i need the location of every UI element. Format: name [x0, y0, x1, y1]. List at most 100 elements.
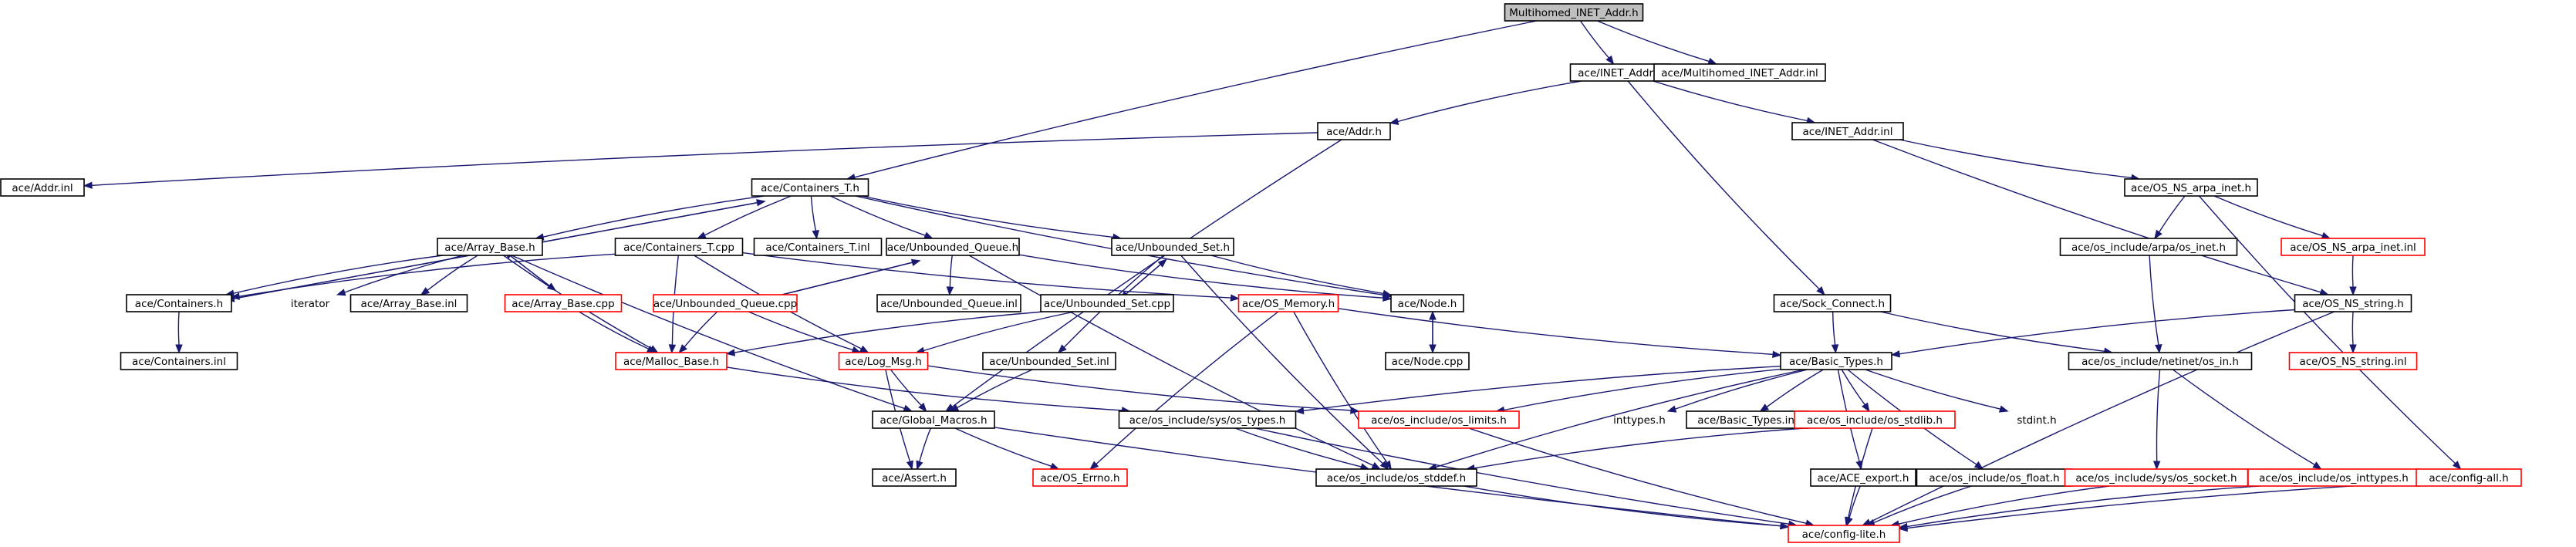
- edge-line: [2213, 195, 2323, 237]
- node-containers-t-cpp[interactable]: ace/Containers_T.cpp: [614, 238, 744, 256]
- node-basic-types-inl[interactable]: ace/Basic_Types.inl: [1686, 410, 1809, 429]
- node-os-include-inttypes-h[interactable]: ace/os_include/os_inttypes.h: [2247, 468, 2420, 487]
- edge-os_ns_string_h-to-basic_types_h: [1890, 309, 2295, 358]
- edge-root-to-multihomed_inl: [1597, 20, 1717, 65]
- edge-sock_connect_h-to-basic_types_h: [1831, 311, 1839, 354]
- node-os-ns-arpa-inet-h[interactable]: ace/OS_NS_arpa_inet.h: [2124, 178, 2258, 197]
- node-label: ace/Unbounded_Queue.inl: [880, 298, 1018, 310]
- node-box: [2294, 294, 2412, 312]
- edge-arrowhead: [756, 199, 766, 207]
- edge-line: [1848, 485, 1861, 518]
- node-basic-types-h[interactable]: ace/Basic_Types.h: [1780, 352, 1892, 370]
- edge-line: [1303, 366, 1781, 412]
- edge-arrowhead: [420, 287, 430, 295]
- node-log-msg-h[interactable]: ace/Log_Msg.h: [838, 352, 929, 370]
- edge-arrowhead: [903, 404, 913, 412]
- node-unbounded-queue-h[interactable]: ace/Unbounded_Queue.h: [886, 238, 1020, 256]
- edge-arrowhead: [175, 344, 183, 354]
- edge-unbounded_set_inl-to-global_macros_h: [949, 369, 1033, 412]
- node-os-ns-string-inl[interactable]: ace/OS_NS_string.inl: [2288, 352, 2418, 370]
- edge-arrowhead: [1759, 403, 1770, 412]
- node-box: [1111, 238, 1234, 256]
- edge-arrowhead: [2154, 229, 2162, 240]
- node-unbounded-set-h[interactable]: ace/Unbounded_Set.h: [1111, 238, 1234, 256]
- node-ace-export-h[interactable]: ace/ACE_export.h: [1810, 468, 1916, 487]
- node-box: [1504, 3, 1644, 22]
- node-malloc-base-h[interactable]: ace/Malloc_Base.h: [615, 352, 728, 370]
- node-containers-t-inl[interactable]: ace/Containers_T.inl: [753, 238, 883, 256]
- node-box: [2124, 178, 2258, 197]
- edge-node_cpp-to-node_h: [1429, 310, 1437, 353]
- node-unbounded-queue-cpp[interactable]: ace/Unbounded_Queue.cpp: [653, 294, 798, 312]
- node-box: [2059, 238, 2238, 256]
- node-os-errno-h[interactable]: ace/OS_Errno.h: [1032, 468, 1128, 487]
- edge-line: [861, 195, 1114, 238]
- edge-arrowhead: [697, 231, 707, 239]
- edge-line: [1869, 311, 2335, 523]
- edge-unbounded_queue_cpp-to-unbounded_queue_h: [760, 258, 921, 301]
- node-unbounded-set-cpp[interactable]: ace/Unbounded_Set.cpp: [1040, 294, 1174, 312]
- node-os-ns-arpa-inet-inl[interactable]: ace/OS_NS_arpa_inet.inl: [2281, 238, 2426, 256]
- node-label: ace/Addr.h: [1326, 126, 1382, 138]
- node-os-include-stdlib-h[interactable]: ace/os_include/os_stdlib.h: [1794, 410, 1956, 429]
- node-containers-h[interactable]: ace/Containers.h: [126, 294, 232, 312]
- edge-line: [1627, 80, 1820, 290]
- node-os-include-sys-types-h[interactable]: ace/os_include/sys/os_types.h: [1118, 410, 1297, 429]
- node-inet-addr-inl[interactable]: ace/INET_Addr.inl: [1791, 122, 1904, 140]
- node-assert-h[interactable]: ace/Assert.h: [872, 468, 957, 487]
- node-node-cpp[interactable]: ace/Node.cpp: [1385, 352, 1470, 370]
- edge-line: [1435, 369, 1805, 468]
- node-config-all-h[interactable]: ace/config-all.h: [2416, 468, 2522, 487]
- node-array-base-inl[interactable]: ace/Array_Base.inl: [349, 294, 468, 312]
- node-global-macros-h[interactable]: ace/Global_Macros.h: [872, 410, 995, 429]
- node-os-ns-string-h[interactable]: ace/OS_NS_string.h: [2294, 294, 2412, 312]
- node-node-h[interactable]: ace/Node.h: [1390, 294, 1464, 312]
- node-label: ace/Containers.h: [135, 298, 223, 310]
- node-multihomed-inl[interactable]: ace/Multihomed_INET_Addr.inl: [1653, 63, 1826, 82]
- node-box: [0, 178, 85, 197]
- node-unbounded-queue-inl[interactable]: ace/Unbounded_Queue.inl: [876, 294, 1021, 312]
- node-array-base-cpp[interactable]: ace/Array_Base.cpp: [504, 294, 623, 312]
- node-label: ace/os_include/os_limits.h: [1371, 414, 1507, 427]
- node-os-include-stddef-h[interactable]: ace/os_include/os_stddef.h: [1315, 468, 1477, 487]
- node-os-include-arpa-inet-h[interactable]: ace/os_include/arpa/os_inet.h: [2059, 238, 2238, 256]
- edge-arrowhead: [1772, 350, 1782, 358]
- node-label: ace/Array_Base.h: [444, 241, 535, 254]
- node-label: ace/Addr.inl: [12, 182, 73, 194]
- node-array-base-h[interactable]: ace/Array_Base.h: [437, 238, 543, 256]
- node-os-include-limits-h[interactable]: ace/os_include/os_limits.h: [1358, 410, 1520, 429]
- node-label: ace/Node.cpp: [1392, 356, 1464, 368]
- edge-line: [1254, 427, 1789, 525]
- node-os-memory-h[interactable]: ace/OS_Memory.h: [1237, 294, 1339, 312]
- node-os-include-float-h[interactable]: ace/os_include/os_float.h: [1916, 468, 2073, 487]
- edge-arrowhead: [812, 230, 819, 240]
- edge-arrowhead: [2152, 461, 2161, 471]
- node-os-include-sys-socket-h[interactable]: ace/os_include/sys/os_socket.h: [2064, 468, 2249, 487]
- edge-containers_t_h-to-unbounded_set_h: [861, 195, 1123, 241]
- edge-unbounded_set_cpp-to-log_msg_h: [915, 311, 1075, 354]
- node-os-include-netinet-in-h[interactable]: ace/os_include/netinet/os_in.h: [2068, 352, 2253, 370]
- edge-line: [233, 255, 444, 294]
- node-label: ace/Containers_T.cpp: [623, 241, 734, 254]
- edge-line: [1865, 369, 2000, 410]
- node-sock-connect-h[interactable]: ace/Sock_Connect.h: [1773, 294, 1892, 312]
- node-label: stdint.h: [2017, 414, 2056, 427]
- node-label: ace/OS_NS_arpa_inet.h: [2131, 182, 2251, 194]
- node-containers-inl[interactable]: ace/Containers.inl: [120, 352, 238, 370]
- node-containers-t-h[interactable]: ace/Containers_T.h: [751, 178, 869, 197]
- node-box: [2281, 238, 2426, 256]
- node-config-lite-h[interactable]: ace/config-lite.h: [1788, 525, 1900, 543]
- edge-root-to-containers_t_h: [846, 20, 1538, 181]
- node-label: ace/Sock_Connect.h: [1780, 298, 1885, 310]
- edge-line: [1018, 254, 1384, 299]
- node-box: [1317, 122, 1391, 140]
- node-addr-h[interactable]: ace/Addr.h: [1317, 122, 1391, 140]
- edge-arrowhead: [1666, 405, 1677, 413]
- node-addr-inl[interactable]: ace/Addr.inl: [0, 178, 85, 197]
- node-root[interactable]: Multihomed_INET_Addr.h: [1504, 3, 1644, 22]
- node-unbounded-set-inl[interactable]: ace/Unbounded_Set.inl: [982, 352, 1116, 370]
- node-inet-addr-h[interactable]: ace/INET_Addr.h: [1569, 63, 1671, 82]
- edge-line: [927, 365, 1352, 411]
- edge-line: [1906, 485, 2260, 528]
